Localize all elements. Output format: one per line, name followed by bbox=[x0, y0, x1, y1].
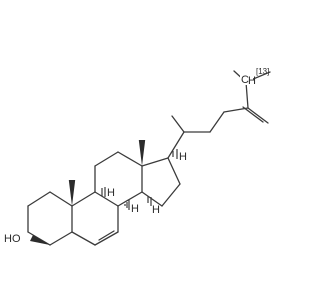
methyl-c19 bbox=[68, 180, 76, 206]
isotope-mass-label: [13] bbox=[256, 67, 269, 76]
methyl-c18 bbox=[138, 140, 146, 166]
ring-a bbox=[27, 191, 73, 246]
stereo-h9-label: H bbox=[107, 187, 115, 199]
stereo-hash-h8 bbox=[124, 200, 130, 210]
stereo-hash-h17 bbox=[172, 149, 178, 159]
stereo-h17-label: H bbox=[179, 151, 187, 163]
hydroxyl-bond bbox=[30, 235, 50, 245]
structure-canvas: HO C H [13] H H H H bbox=[4, 67, 271, 246]
ring-d bbox=[141, 157, 181, 207]
stereo-hash-h14 bbox=[147, 196, 152, 206]
molecule-structure: HO C H [13] H H H H bbox=[4, 67, 271, 246]
ring-c bbox=[94, 151, 143, 207]
isotope-h-label: H bbox=[248, 75, 256, 87]
isotope-label-bg bbox=[240, 73, 253, 85]
stereo-h8-label: H bbox=[131, 203, 139, 215]
hydroxyl-label: HO bbox=[4, 233, 21, 245]
ring-b bbox=[71, 191, 119, 246]
stereo-hash-h9 bbox=[101, 187, 106, 197]
isotope-carbon-label: C bbox=[241, 74, 249, 86]
stereo-h14-label: H bbox=[152, 204, 160, 216]
